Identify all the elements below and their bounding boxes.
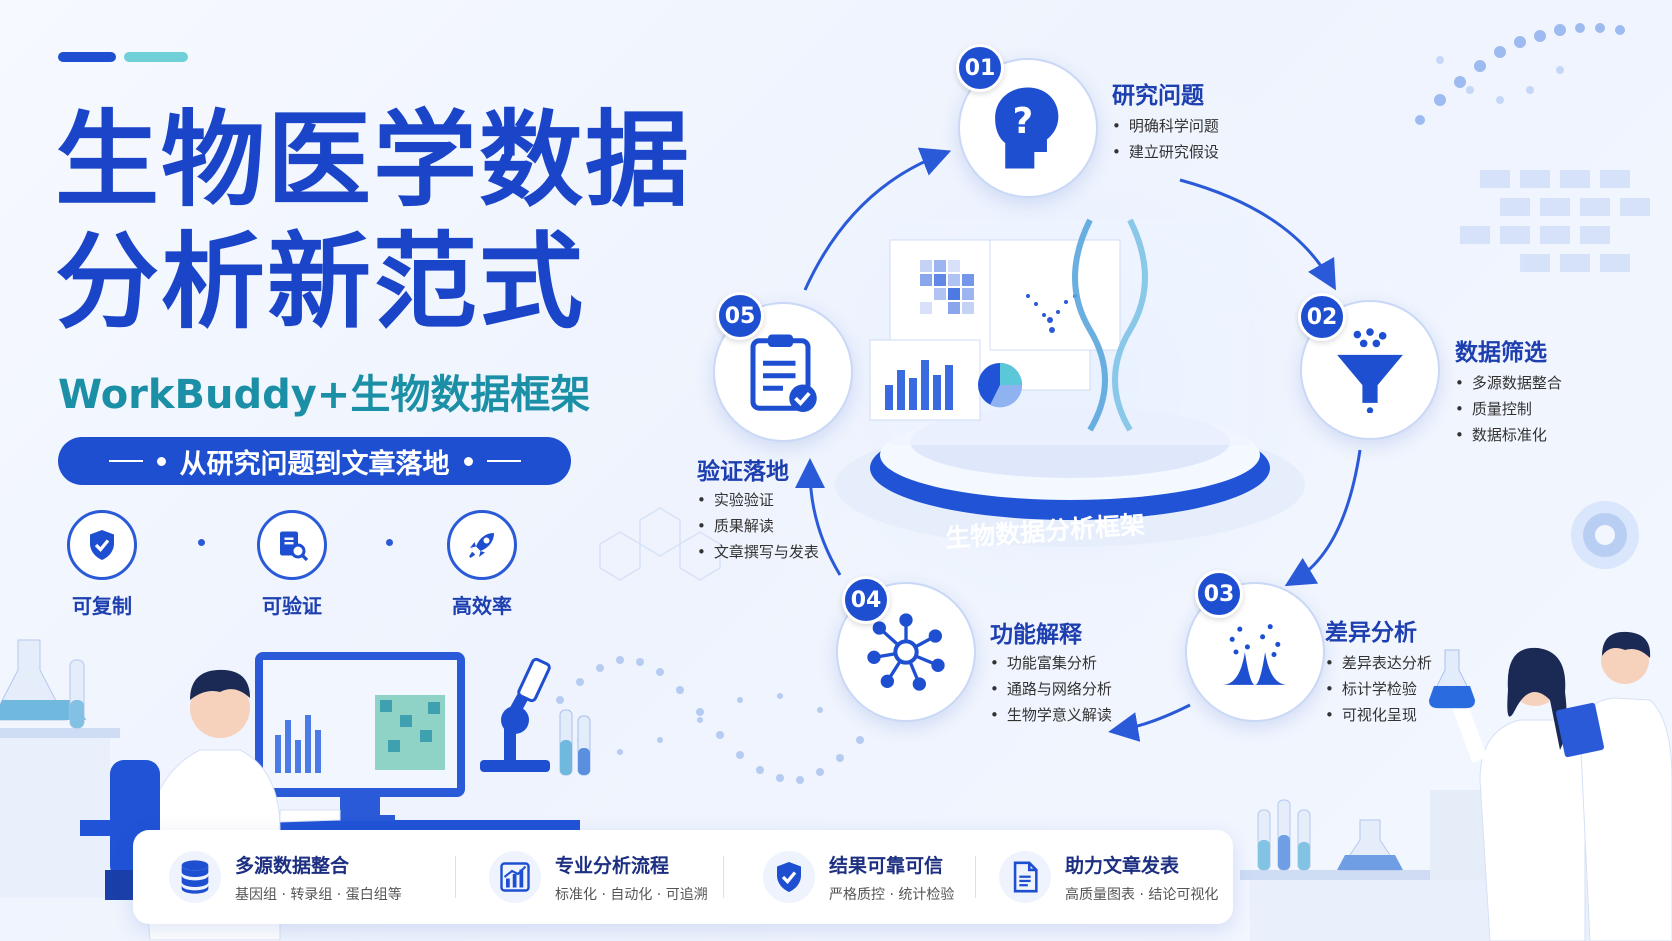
page-title-line1: 生物医学数据 xyxy=(55,99,692,221)
summary-item: 专业分析流程 标准化 · 自动化 · 可追溯 xyxy=(489,830,708,924)
list-item: 功能富集分析 xyxy=(990,650,1112,676)
database-icon xyxy=(169,851,221,903)
step-items: 明确科学问题 建立研究假设 xyxy=(1112,113,1219,165)
rocket-icon xyxy=(447,510,517,580)
separator-dot xyxy=(386,539,393,546)
central-platform-illustration xyxy=(835,218,1305,547)
dna-helix-top-right xyxy=(1415,23,1625,125)
subtitle: WorkBuddy+生物数据框架 xyxy=(58,372,591,418)
list-item: 标计学检验 xyxy=(1325,676,1432,702)
lab-glassware-left xyxy=(0,639,120,898)
summary-item: 助力文章发表 高质量图表 · 结论可视化 xyxy=(999,830,1218,924)
pill-line-right xyxy=(486,460,521,462)
summary-desc: 标准化 · 自动化 · 可追溯 xyxy=(555,886,708,903)
step-items: 实验验证 质果解读 文章撰写与发表 xyxy=(697,487,819,565)
summary-desc: 严格质控 · 统计检验 xyxy=(829,886,955,903)
list-item: 文章撰写与发表 xyxy=(697,539,819,565)
network-icon xyxy=(867,613,945,691)
list-item: 质量控制 xyxy=(1455,396,1562,422)
pill-dot-left xyxy=(156,456,166,466)
list-item: 实验验证 xyxy=(697,487,819,513)
funnel-icon xyxy=(1337,328,1403,413)
clipboard-check-icon xyxy=(750,334,817,412)
pill-dot-right xyxy=(463,456,473,466)
accent-bar-blue xyxy=(58,52,116,62)
feature-label: 可复制 xyxy=(72,594,132,618)
feature-reproducible: 可复制 xyxy=(42,510,162,619)
step-number: 05 xyxy=(716,292,764,340)
divider xyxy=(723,856,724,898)
shield-check-icon xyxy=(67,510,137,580)
divider xyxy=(455,856,456,898)
summary-item: 结果可靠可信 严格质控 · 统计检验 xyxy=(763,830,954,924)
step-node-02 xyxy=(1300,300,1440,440)
feature-efficient: 高效率 xyxy=(422,510,542,619)
peak-chart-icon xyxy=(1222,624,1288,685)
feature-label: 可验证 xyxy=(262,594,322,618)
list-item: 质果解读 xyxy=(697,513,819,539)
step-title: 验证落地 xyxy=(697,459,789,485)
step-number: 03 xyxy=(1195,570,1243,618)
step-number: 04 xyxy=(842,576,890,624)
step-items: 差异表达分析 标计学检验 可视化呈现 xyxy=(1325,650,1432,728)
summary-title: 多源数据整合 xyxy=(235,854,350,877)
summary-title: 专业分析流程 xyxy=(555,854,670,877)
shield-check-icon xyxy=(763,851,815,903)
document-search-icon xyxy=(257,510,327,580)
pill-line-left xyxy=(108,460,143,462)
list-item: 数据标准化 xyxy=(1455,422,1562,448)
list-item: 明确科学问题 xyxy=(1112,113,1219,139)
list-item: 通路与网络分析 xyxy=(990,676,1112,702)
summary-title: 结果可靠可信 xyxy=(829,854,944,877)
svg-text:?: ? xyxy=(1013,101,1034,142)
accent-bar-teal xyxy=(124,52,188,62)
step-items: 功能富集分析 通路与网络分析 生物学意义解读 xyxy=(990,650,1112,728)
feature-verifiable: 可验证 xyxy=(232,510,352,619)
divider xyxy=(975,856,976,898)
summary-title: 助力文章发表 xyxy=(1065,854,1180,877)
list-item: 多源数据整合 xyxy=(1455,370,1562,396)
bar-chart-icon xyxy=(489,851,541,903)
head-question-icon: ? xyxy=(995,87,1059,169)
step-title: 数据筛选 xyxy=(1455,340,1547,366)
tagline-pill: 从研究问题到文章落地 xyxy=(58,437,571,485)
list-item: 生物学意义解读 xyxy=(990,702,1112,728)
step-title: 研究问题 xyxy=(1112,83,1204,109)
step-number: 02 xyxy=(1298,293,1346,341)
step-number: 01 xyxy=(956,44,1004,92)
feature-label: 高效率 xyxy=(452,594,512,618)
step-title: 差异分析 xyxy=(1325,620,1417,646)
summary-desc: 高质量图表 · 结论可视化 xyxy=(1065,886,1219,903)
page-title-line2: 分析新范式 xyxy=(55,221,586,343)
summary-desc: 基因组 · 转录组 · 蛋白组等 xyxy=(235,886,402,903)
step-title: 功能解释 xyxy=(990,622,1082,648)
summary-item: 多源数据整合 基因组 · 转录组 · 蛋白组等 xyxy=(169,830,402,924)
molecule-ring-icon xyxy=(1571,501,1639,569)
separator-dot xyxy=(198,539,205,546)
document-icon xyxy=(999,851,1051,903)
list-item: 建立研究假设 xyxy=(1112,139,1219,165)
list-item: 差异表达分析 xyxy=(1325,650,1432,676)
list-item: 可视化呈现 xyxy=(1325,702,1432,728)
microscope-icon xyxy=(480,657,551,772)
scientists-right-illustration xyxy=(1429,631,1672,941)
dna-helix-bottom xyxy=(556,656,864,784)
step-items: 多源数据整合 质量控制 数据标准化 xyxy=(1455,370,1562,448)
bottom-summary-bar: 多源数据整合 基因组 · 转录组 · 蛋白组等 专业分析流程 标准化 · 自动化… xyxy=(133,830,1233,924)
pill-text: 从研究问题到文章落地 xyxy=(179,448,450,480)
